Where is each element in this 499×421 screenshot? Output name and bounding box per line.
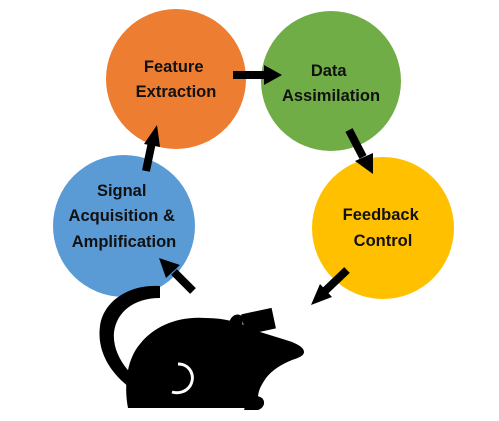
rat-with-headstage-icon <box>99 285 304 410</box>
feedback-label-line-2: Control <box>354 232 413 250</box>
signal-label-line-2: Acquisition & <box>69 207 175 225</box>
signal-label-line-3: Amplification <box>72 233 177 251</box>
arrow-rat-to-signal <box>159 258 196 294</box>
rat-hind-leg-outline <box>171 362 194 395</box>
feature-extraction-node <box>106 9 246 149</box>
rat-headstage <box>241 307 276 335</box>
signal-label-line-1: Signal <box>97 182 147 200</box>
arrow-data-to-feedback <box>345 128 373 174</box>
arrow-feedback-to-rat <box>311 267 350 305</box>
arrow-feature-to-data <box>233 65 282 85</box>
feedback-control-node <box>312 157 454 299</box>
arrow-signal-to-feature <box>142 125 160 172</box>
feedback-control-label: Feedback Control <box>343 206 424 250</box>
feature-extraction-label: Feature Extraction <box>136 58 217 101</box>
data-label-line-1: Data <box>311 62 348 80</box>
data-assimilation-label: Data Assimilation <box>282 62 380 105</box>
rat-front-paw <box>244 396 265 410</box>
data-assimilation-node <box>261 11 401 151</box>
feature-label-line-2: Extraction <box>136 83 217 101</box>
signal-acquisition-label: Signal Acquisition & Amplification <box>69 182 180 251</box>
feature-label-line-1: Feature <box>144 58 204 76</box>
data-label-line-2: Assimilation <box>282 87 380 105</box>
feedback-label-line-1: Feedback <box>343 206 420 224</box>
rat-ear <box>228 314 243 332</box>
rat-body <box>126 317 304 408</box>
rat-tail <box>99 285 160 398</box>
signal-acquisition-node <box>53 155 195 297</box>
